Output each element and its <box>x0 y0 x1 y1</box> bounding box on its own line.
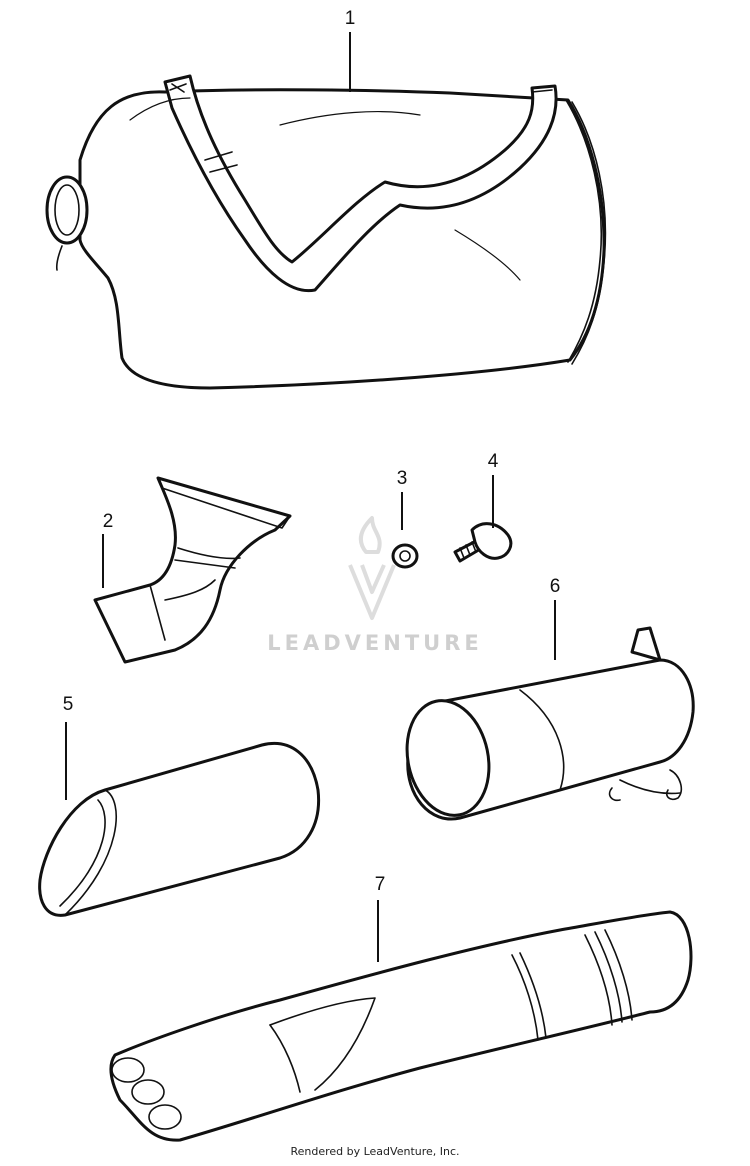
part-3-washer <box>391 543 419 569</box>
callout-labels: 1 2 3 4 5 6 7 <box>63 8 561 895</box>
watermark-brand: LEADVENTURE <box>267 631 482 655</box>
callout-7: 7 <box>375 874 386 895</box>
part-2-deflector-elbow <box>93 476 292 664</box>
part-5-angled-tube <box>38 742 321 917</box>
callout-5: 5 <box>63 694 74 715</box>
leadventure-watermark: LEADVENTURE <box>267 516 482 655</box>
callout-3: 3 <box>397 468 408 489</box>
part-1-collection-bag <box>45 74 607 390</box>
callout-2: 2 <box>103 511 114 532</box>
footer-credit: Rendered by LeadVenture, Inc. <box>290 1145 460 1158</box>
part-4-thumb-screw <box>453 522 513 563</box>
callout-6: 6 <box>550 576 561 597</box>
flame-logo-icon <box>348 516 396 620</box>
callout-4: 4 <box>488 451 499 472</box>
leader-lines <box>65 32 556 962</box>
callout-1: 1 <box>345 8 356 29</box>
part-6-cylinder-with-bracket <box>405 626 695 821</box>
part-7-blower-tube <box>109 910 693 1142</box>
